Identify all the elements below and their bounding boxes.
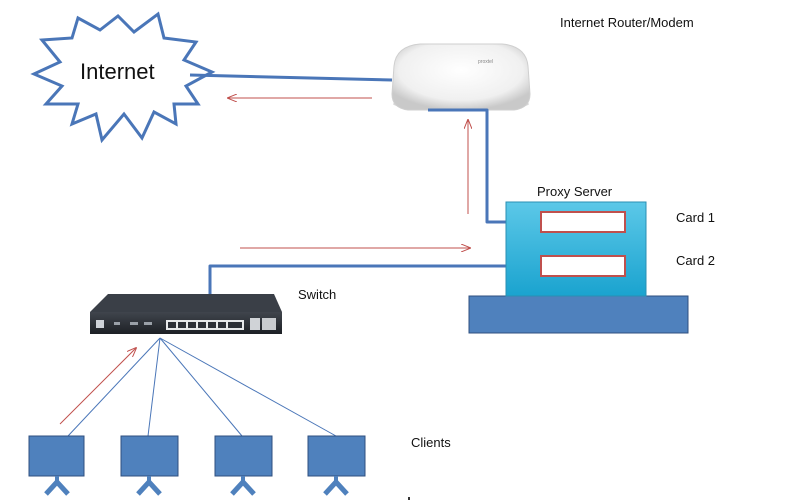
traffic-arrows [59, 98, 470, 425]
client-3 [214, 435, 273, 496]
tick-mark [408, 497, 410, 500]
client-cables [67, 337, 337, 437]
card-2 [540, 255, 626, 277]
clients-label: Clients [411, 435, 451, 450]
client-2 [120, 435, 179, 496]
internet-label: Internet [80, 59, 155, 84]
client-1 [28, 435, 85, 496]
router-brand-text: proxtel [478, 59, 493, 65]
switch-icon [90, 294, 282, 334]
switch-label: Switch [298, 287, 337, 302]
router-icon [391, 43, 531, 111]
card1-label: Card 1 [676, 210, 716, 225]
card-1 [540, 211, 626, 233]
wire-internet-router [189, 73, 393, 82]
router-label: Internet Router/Modem [560, 15, 694, 30]
proxy-server-label: Proxy Server [537, 184, 613, 199]
wire-switch-proxy [208, 264, 544, 298]
client-4 [307, 435, 366, 496]
card2-label: Card 2 [676, 253, 716, 268]
server-base [468, 295, 689, 334]
arrow-client-to-switch [59, 348, 136, 425]
cloud-icon [30, 11, 216, 144]
